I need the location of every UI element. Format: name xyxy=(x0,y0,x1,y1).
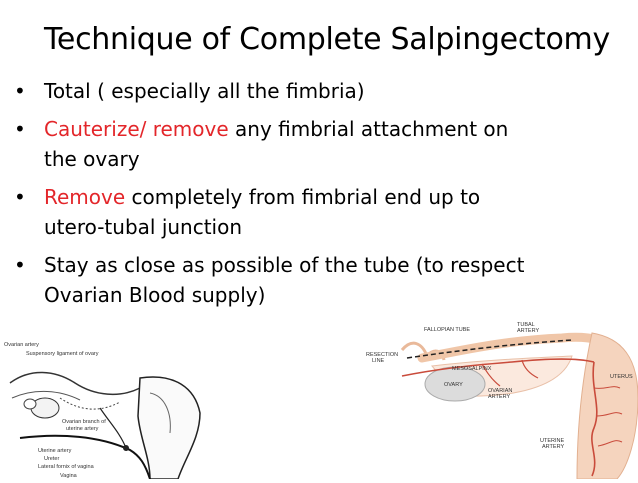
bullet-item: • Remove completely from fimbrial end up… xyxy=(14,182,624,242)
label-fallopian-tube: FALLOPIAN TUBE xyxy=(424,327,470,333)
bullet-text: completely from fimbrial end up to xyxy=(125,185,481,209)
label-ovarian-artery-line1: OVARIAN xyxy=(488,388,512,394)
salpingectomy-drawing: FALLOPIAN TUBE TUBAL ARTERY RESECTION LI… xyxy=(366,322,638,480)
bullet-dot: • xyxy=(14,185,26,209)
label-ovarian-artery-line2: ARTERY xyxy=(488,394,510,400)
label-ovarian-branch-line2: uterine artery xyxy=(66,426,99,432)
bullet-text-continued: Ovarian Blood supply) xyxy=(44,283,266,307)
bullet-highlight: Remove xyxy=(44,185,126,209)
label-ovary: OVARY xyxy=(444,382,463,388)
bullet-dot: • xyxy=(14,253,26,277)
label-uterine-artery-line2: ARTERY xyxy=(542,444,564,450)
salpingectomy-figure: FALLOPIAN TUBE TUBAL ARTERY RESECTION LI… xyxy=(362,318,638,480)
bullet-item: • Cauterize/ remove any fimbrial attachm… xyxy=(14,114,624,174)
bullet-text: Total ( especially all the fimbria) xyxy=(44,79,365,103)
uterine-anatomy-figure: Ovarian artery Suspensory ligament of ov… xyxy=(0,338,206,480)
bullet-list: • Total ( especially all the fimbria) • … xyxy=(14,76,624,318)
bullet-highlight: Cauterize/ remove xyxy=(44,117,229,141)
label-tubal-artery-line1: TUBAL xyxy=(517,322,535,328)
label-lateral-fornix: Lateral fornix of vagina xyxy=(38,464,95,470)
label-ureter: Ureter xyxy=(44,456,59,462)
label-mesosalpinx: MESOSALPINX xyxy=(452,366,492,372)
label-uterine-artery-line1: UTERINE xyxy=(540,438,564,444)
bullet-dot: • xyxy=(14,79,26,103)
bullet-text-continued: utero-tubal junction xyxy=(44,215,243,239)
bullet-dot: • xyxy=(14,117,26,141)
label-uterine-artery: Uterine artery xyxy=(38,448,72,454)
uterine-anatomy-drawing: Ovarian artery Suspensory ligament of ov… xyxy=(4,342,201,480)
label-ovarian-branch-line1: Ovarian branch of xyxy=(62,419,106,425)
label-tubal-artery-line2: ARTERY xyxy=(517,328,539,334)
bullet-item: • Total ( especially all the fimbria) xyxy=(14,76,624,106)
label-resection-line-1: RESECTION xyxy=(366,352,398,358)
bullet-item: • Stay as close as possible of the tube … xyxy=(14,250,624,310)
label-suspensory-ligament: Suspensory ligament of ovary xyxy=(26,351,99,357)
label-resection-line-2: LINE xyxy=(372,358,385,364)
label-ovarian-artery: Ovarian artery xyxy=(4,342,39,348)
bullet-text: any fimbrial attachment on xyxy=(228,117,509,141)
label-vagina: Vagina xyxy=(60,473,78,479)
slide-title: Technique of Complete Salpingectomy xyxy=(44,22,610,57)
bullet-text-continued: the ovary xyxy=(44,147,140,171)
bullet-text: Stay as close as possible of the tube (t… xyxy=(44,253,525,277)
label-uterus: UTERUS xyxy=(610,374,633,380)
